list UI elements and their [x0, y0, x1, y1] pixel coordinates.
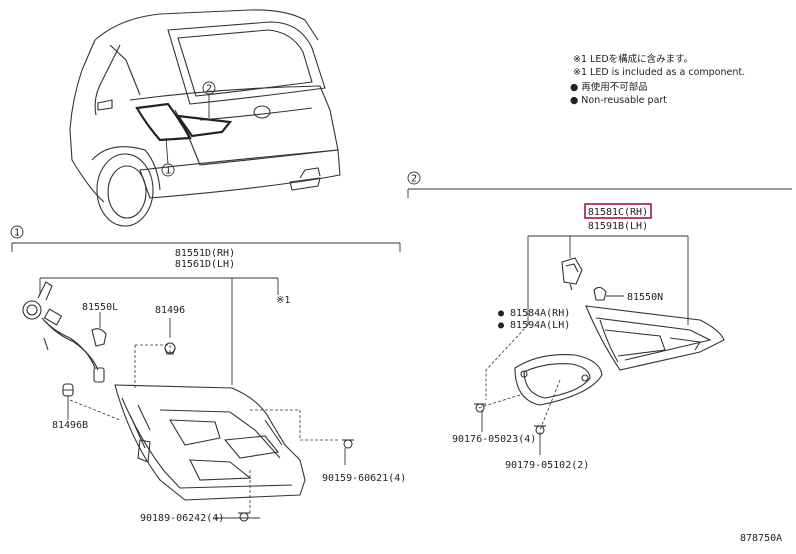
- label-81550N: 81550N: [627, 292, 663, 303]
- group-2-leaders: [477, 235, 689, 455]
- note-led-en: ※1 LED is included as a component.: [573, 67, 745, 78]
- label-81581C: 81581C(RH): [588, 207, 648, 218]
- label-note-mark: ※1: [276, 295, 290, 306]
- clip-81496B: [62, 383, 74, 397]
- screw-90159: [342, 439, 354, 449]
- label-90159: 90159-60621(4): [322, 473, 406, 484]
- label-81594A: ● 81594A(LH): [498, 320, 570, 331]
- group-1-leaders: [39, 277, 346, 519]
- car-illustration: [69, 9, 341, 227]
- label-81561D: 81561D(LH): [175, 259, 235, 270]
- note-led-jp: ※1 LEDを構成に含みます。: [573, 53, 693, 65]
- label-81584A: ● 81584A(RH): [498, 308, 570, 319]
- screw-90176: [474, 403, 486, 413]
- harness-socket: [22, 281, 105, 383]
- label-81551D: 81551D(RH): [175, 248, 235, 259]
- label-90189: 90189-06242(4): [140, 513, 224, 524]
- notes-block: ※1 LEDを構成に含みます。 ※1 LED is included as a …: [570, 53, 745, 106]
- clip-81496: [164, 342, 176, 355]
- highlight-box-81581C: [584, 203, 652, 219]
- label-81550L: 81550L: [82, 302, 118, 313]
- socket-right: [561, 257, 583, 291]
- bulb-81550N: [593, 286, 624, 301]
- note-nonreusable-jp: ● 再使用不可部品: [570, 81, 648, 93]
- screw-90189: [238, 512, 250, 522]
- callout-1-car: 1: [165, 166, 171, 177]
- group-2-frame: [407, 171, 792, 198]
- label-81496B: 81496B: [52, 420, 88, 431]
- gasket-81584A: [514, 353, 603, 406]
- group-1-frame: [10, 225, 401, 252]
- bulb-81550L: [91, 328, 107, 347]
- label-90179: 90179-05102(2): [505, 460, 589, 471]
- callout-2-car: 2: [206, 84, 212, 95]
- label-81496: 81496: [155, 305, 185, 316]
- screw-90179: [534, 425, 546, 435]
- tail-lamp-left: [114, 384, 306, 501]
- note-nonreusable-en: ● Non-reusable part: [570, 95, 667, 106]
- figure-id: 878750A: [740, 533, 782, 544]
- label-90176: 90176-05023(4): [452, 434, 536, 445]
- callout-2-group: 2: [411, 174, 417, 185]
- callout-1-group: 1: [14, 228, 20, 239]
- label-81591B: 81591B(LH): [588, 221, 648, 232]
- tail-lamp-right: [585, 305, 725, 371]
